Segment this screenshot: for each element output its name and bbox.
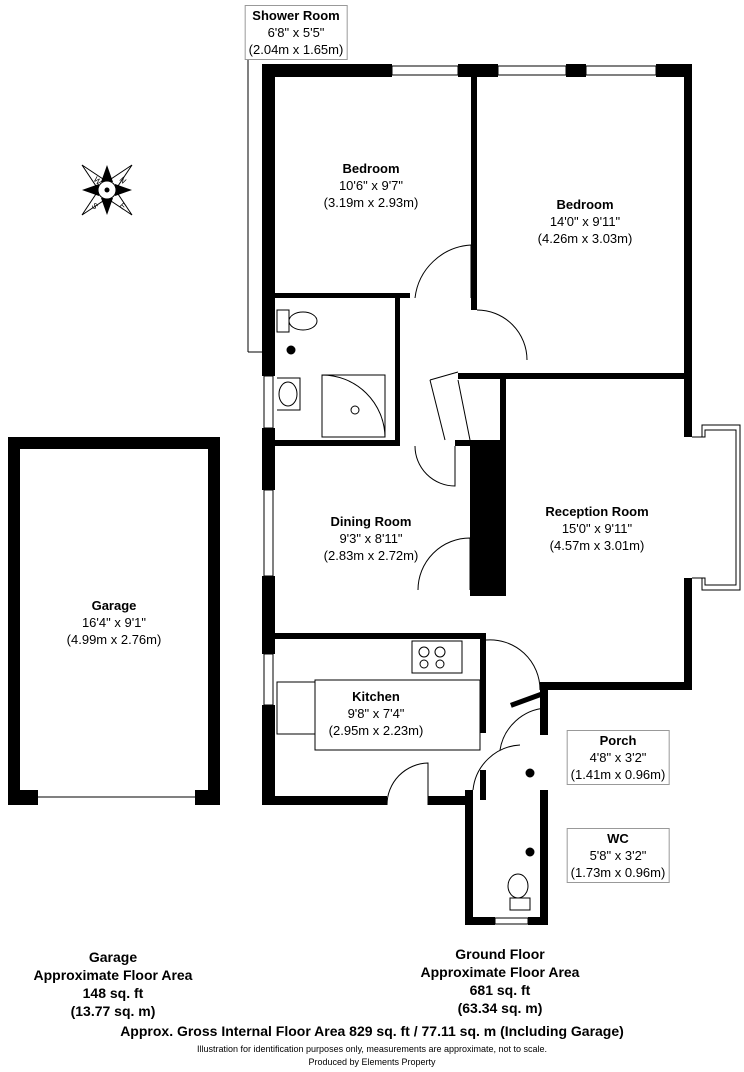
room-imperial: 5'8" x 3'2" — [589, 848, 647, 863]
room-imperial: 4'8" x 3'2" — [589, 750, 647, 765]
room-imperial: 15'0" x 9'11" — [561, 521, 633, 536]
room-metric: (4.26m x 3.03m) — [537, 231, 633, 246]
room-metric: (4.57m x 3.01m) — [549, 538, 645, 553]
area-sqm: (63.34 sq. m) — [457, 1000, 543, 1016]
room-name: Dining Room — [330, 514, 412, 529]
area-title: Garage — [88, 949, 138, 965]
doors — [386, 244, 547, 806]
room-imperial: 16'4" x 9'1" — [81, 615, 147, 630]
room-imperial: 9'3" x 8'11" — [339, 531, 403, 546]
room-name: Kitchen — [352, 689, 400, 704]
compass-rose-icon: N E S W — [81, 164, 133, 216]
room-name: Porch — [599, 733, 637, 748]
room-label-bedroom-2: Bedroom 14'0" x 9'11" (4.26m x 3.03m) — [538, 196, 633, 247]
room-label-shower-room: Shower Room 6'8" x 5'5" (2.04m x 1.65m) — [244, 5, 348, 60]
room-imperial: 6'8" x 5'5" — [267, 25, 325, 40]
room-metric: (3.19m x 2.93m) — [323, 195, 419, 210]
room-name: Garage — [91, 598, 137, 613]
room-name: Bedroom — [342, 161, 400, 176]
room-name: Bedroom — [556, 197, 614, 212]
area-title: Ground Floor — [455, 946, 545, 962]
windows — [38, 55, 741, 925]
producer-credit: Produced by Elements Property — [308, 1057, 436, 1067]
room-metric: (1.73m x 0.96m) — [570, 865, 666, 880]
area-sqft: 681 sq. ft — [469, 982, 531, 998]
room-metric: (2.95m x 2.23m) — [328, 723, 424, 738]
room-name: Reception Room — [545, 504, 649, 519]
room-label-garage: Garage 16'4" x 9'1" (4.99m x 2.76m) — [67, 597, 162, 648]
walls — [8, 64, 692, 925]
room-label-kitchen: Kitchen 9'8" x 7'4" (2.95m x 2.23m) — [329, 688, 424, 739]
area-subtitle: Approximate Floor Area — [33, 967, 193, 983]
room-name: Shower Room — [252, 8, 340, 23]
room-imperial: 10'6" x 9'7" — [338, 178, 404, 193]
room-label-dining-room: Dining Room 9'3" x 8'11" (2.83m x 2.72m) — [324, 513, 419, 564]
room-imperial: 9'8" x 7'4" — [347, 706, 405, 721]
compass-letter: E — [118, 201, 128, 211]
room-metric: (4.99m x 2.76m) — [66, 632, 162, 647]
room-label-bedroom-1: Bedroom 10'6" x 9'7" (3.19m x 2.93m) — [324, 160, 419, 211]
room-imperial: 14'0" x 9'11" — [549, 214, 621, 229]
room-name: WC — [607, 831, 629, 846]
room-metric: (2.83m x 2.72m) — [323, 548, 419, 563]
gross-floor-area: Approx. Gross Internal Floor Area 829 sq… — [120, 1023, 624, 1039]
room-metric: (2.04m x 1.65m) — [248, 42, 344, 57]
disclaimer: Illustration for identification purposes… — [196, 1044, 548, 1054]
area-sqft: 148 sq. ft — [82, 985, 144, 1001]
room-label-porch: Porch 4'8" x 3'2" (1.41m x 0.96m) — [566, 730, 670, 785]
compass-letter: S — [90, 201, 100, 211]
room-metric: (1.41m x 0.96m) — [570, 767, 666, 782]
area-subtitle: Approximate Floor Area — [420, 964, 580, 980]
compass-letter: N — [118, 175, 129, 186]
ground-floor-area-summary: Ground Floor Approximate Floor Area 681 … — [421, 945, 580, 1017]
fixtures — [276, 309, 535, 911]
garage-area-summary: Garage Approximate Floor Area 148 sq. ft… — [34, 948, 193, 1020]
room-label-wc: WC 5'8" x 3'2" (1.73m x 0.96m) — [566, 828, 670, 883]
area-sqm: (13.77 sq. m) — [70, 1003, 156, 1019]
room-label-reception-room: Reception Room 15'0" x 9'11" (4.57m x 3.… — [545, 503, 648, 554]
